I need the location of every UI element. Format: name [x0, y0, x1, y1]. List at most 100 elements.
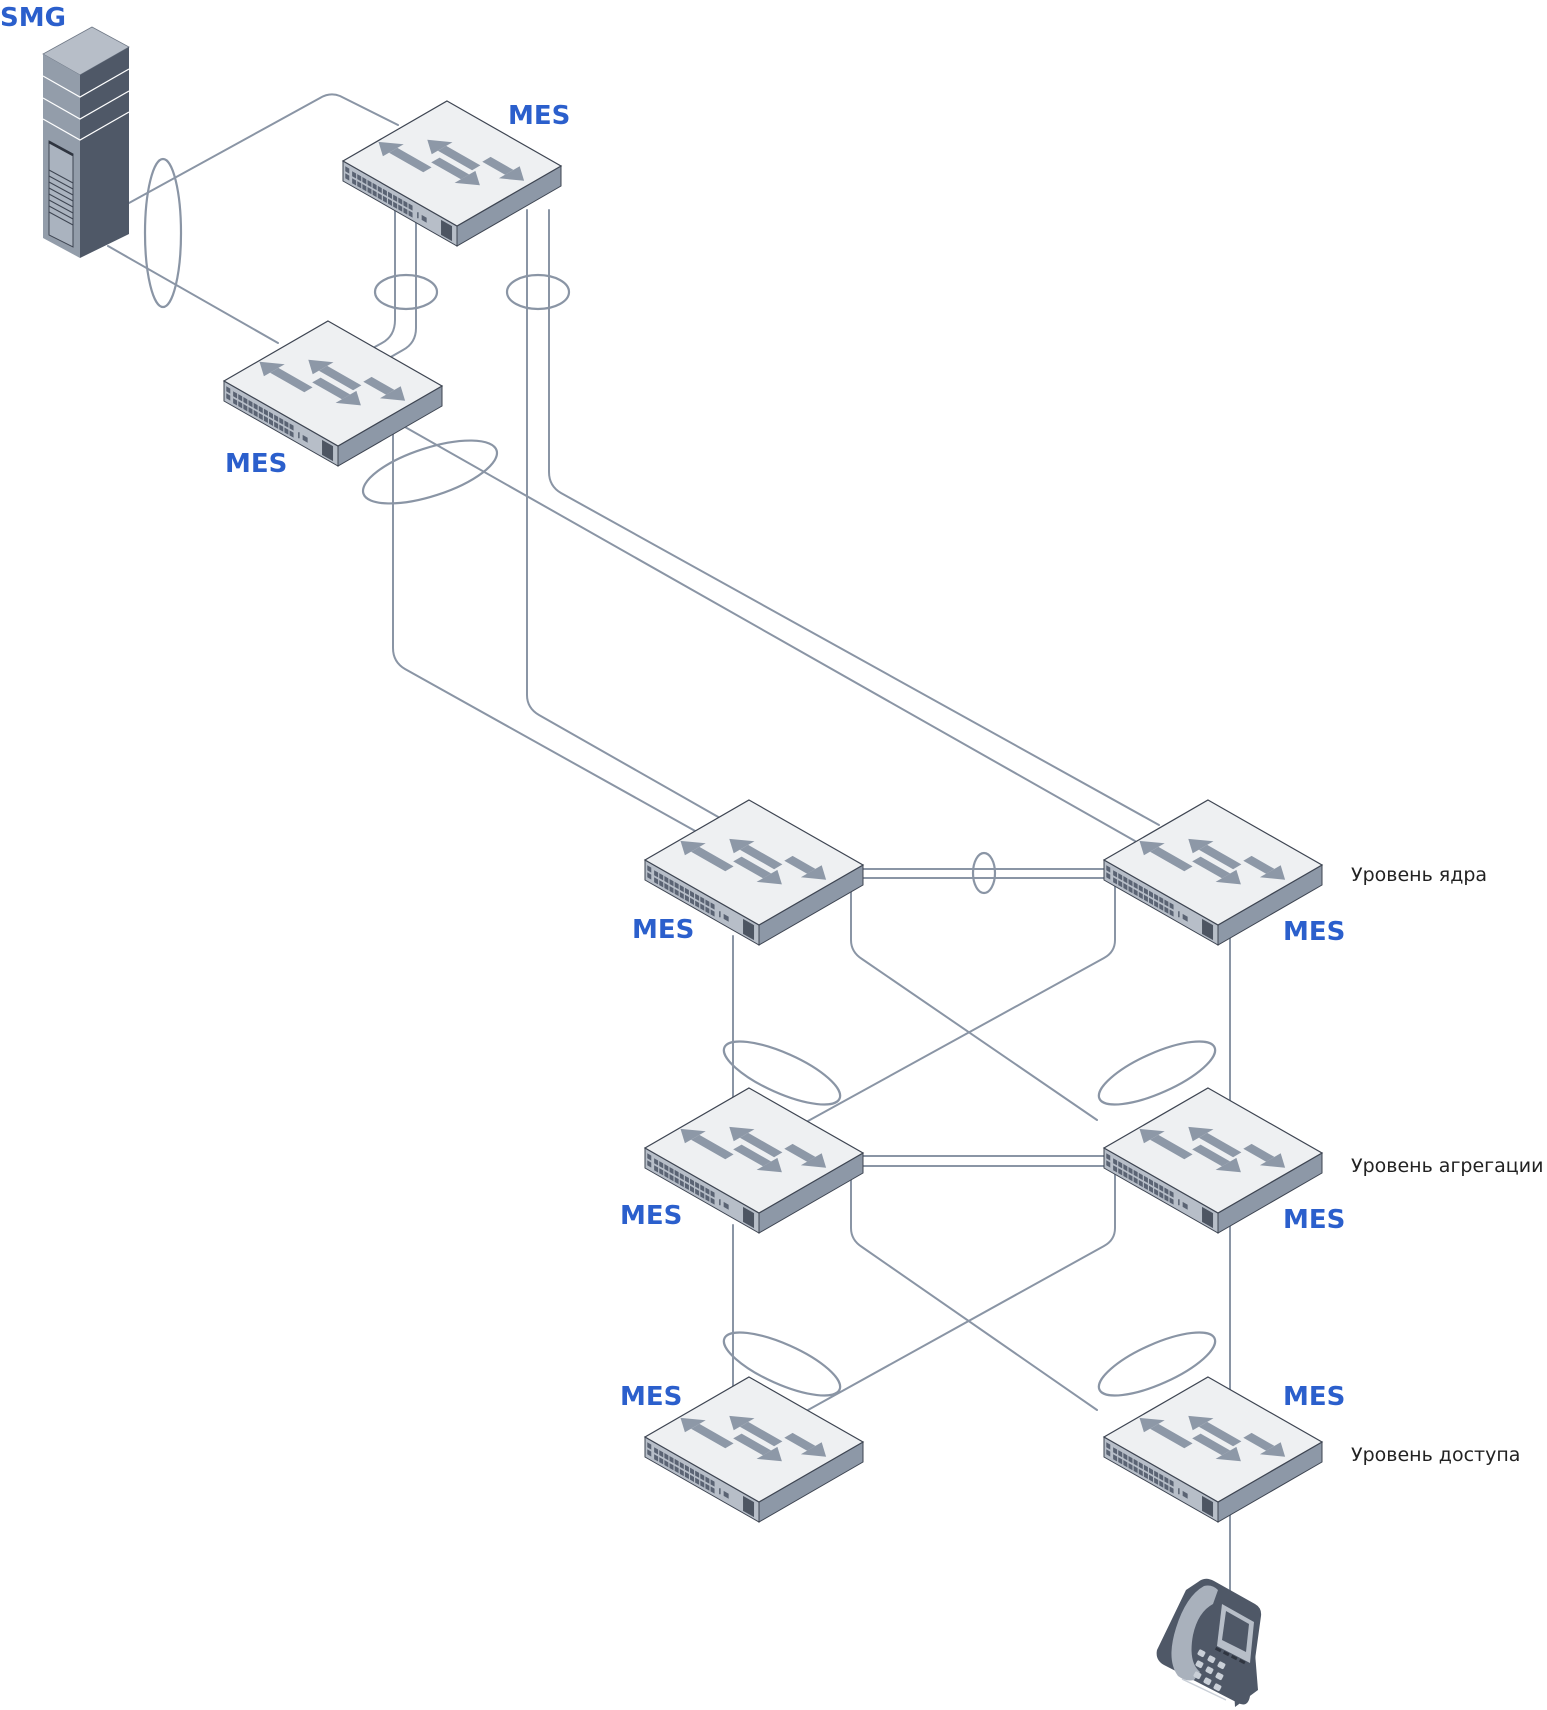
link-top-to-core-right — [548, 209, 1160, 826]
switch-ports — [647, 865, 715, 917]
switch-arrows-icon — [680, 1126, 827, 1173]
switch-mes-core-left[interactable] — [643, 799, 865, 946]
switch-console-port — [723, 913, 729, 922]
link-mid-to-core-left — [392, 432, 698, 833]
switch-psu — [743, 1206, 755, 1229]
lag-ellipse-mid-uplink — [361, 439, 499, 505]
phone-screen — [1222, 1611, 1249, 1652]
switch-console-port — [302, 434, 308, 443]
switch-led — [719, 911, 721, 918]
switch-arrows-icon — [680, 838, 827, 885]
smg-server[interactable] — [42, 26, 130, 258]
link-smg-to-mes-mid — [107, 245, 279, 344]
lag-ellipse-access-left — [722, 1331, 842, 1397]
link-mid-to-core-right — [404, 426, 1136, 842]
switch-ports — [1106, 1153, 1174, 1205]
switch-led — [719, 1199, 721, 1206]
switch-console-port — [723, 1490, 729, 1499]
switch-ports — [1106, 1442, 1174, 1494]
label-mes-core-left: MES — [632, 915, 694, 945]
switch-arrows-icon — [1139, 1126, 1286, 1173]
link-top-to-core-left — [526, 209, 721, 819]
switch-mes-mid[interactable] — [222, 320, 444, 467]
switch-top-face — [1102, 1087, 1324, 1214]
switch-psu — [441, 219, 453, 242]
phone-speaker-line — [1181, 1678, 1227, 1701]
switch-top-face — [1102, 799, 1324, 926]
server-band-1 — [42, 68, 130, 98]
link-top-to-mid-1 — [361, 209, 396, 355]
lag-ellipse-agg-left — [722, 1040, 842, 1106]
switch-mes-access-left[interactable] — [643, 1376, 865, 1523]
switch-mes-core-right[interactable] — [1102, 799, 1324, 946]
switch-arrows-icon — [680, 1415, 827, 1462]
lag-ellipse-stack — [373, 273, 439, 311]
switch-psu — [1202, 1495, 1214, 1518]
switch-top-face — [222, 320, 444, 447]
layer-label-access: Уровень доступа — [1351, 1444, 1520, 1466]
switch-led — [719, 1488, 721, 1495]
phone-keypad — [1193, 1649, 1226, 1691]
label-mes-access-right: MES — [1283, 1382, 1345, 1412]
switch-arrows-icon — [378, 139, 525, 186]
switch-top-face — [643, 1087, 865, 1214]
link-agg-right-to-access-left — [807, 1171, 1116, 1411]
switch-arrows-icon — [259, 359, 406, 406]
server-vent-lines — [48, 169, 74, 226]
server-panel-top-bar — [48, 140, 74, 157]
ip-phone-icon[interactable] — [1156, 1578, 1262, 1707]
label-mes-agg-right: MES — [1283, 1205, 1345, 1235]
switch-top-face — [643, 1376, 865, 1503]
label-smg: SMG — [0, 3, 66, 33]
switch-psu — [1202, 918, 1214, 941]
label-mes-access-left: MES — [620, 1382, 682, 1412]
switch-psu — [743, 1495, 755, 1518]
label-mes-mid: MES — [225, 449, 287, 479]
switch-top-face — [341, 100, 563, 227]
switch-mes-top[interactable] — [341, 100, 563, 247]
switch-psu — [743, 918, 755, 941]
switch-led — [1178, 1488, 1180, 1495]
switch-psu — [322, 439, 334, 462]
switch-console-port — [1182, 1490, 1188, 1499]
switch-psu — [1202, 1206, 1214, 1229]
server-band-2 — [42, 90, 130, 120]
layer-label-aggregation: Уровень агрегации — [1351, 1155, 1543, 1177]
switch-top-face — [643, 799, 865, 926]
server-right-face — [80, 47, 129, 258]
switch-led — [298, 432, 300, 439]
switch-led — [417, 212, 419, 219]
label-mes-top: MES — [508, 101, 570, 131]
switch-led — [1178, 911, 1180, 918]
switch-console-port — [723, 1201, 729, 1210]
link-top-to-mid-2 — [381, 209, 417, 363]
link-core-left-to-agg-right — [850, 879, 1098, 1121]
lag-groups — [143, 157, 1217, 1397]
switch-top-face — [1102, 1376, 1324, 1503]
switch-mes-agg-right[interactable] — [1102, 1087, 1324, 1234]
switch-arrows-icon — [1139, 838, 1286, 885]
switch-mes-access-right[interactable] — [1102, 1376, 1324, 1523]
switch-console-port — [1182, 913, 1188, 922]
server-band-3 — [42, 111, 130, 141]
switch-ports — [345, 166, 413, 218]
link-core-right-to-agg-left — [807, 885, 1116, 1122]
switch-console-port — [1182, 1201, 1188, 1210]
switch-mes-agg-left[interactable] — [643, 1087, 865, 1234]
links — [107, 93, 1231, 1593]
switch-ports — [226, 386, 294, 438]
phone-softkeys — [1214, 1646, 1246, 1665]
phone-handset — [1171, 1585, 1218, 1681]
label-mes-agg-left: MES — [620, 1201, 682, 1231]
switch-ports — [647, 1442, 715, 1494]
link-smg-to-mes-top — [128, 93, 399, 204]
link-agg-left-to-access-right — [850, 1167, 1098, 1411]
switches — [222, 100, 1324, 1523]
switch-ports — [647, 1153, 715, 1205]
switch-console-port — [421, 214, 427, 223]
switch-arrows-icon — [1139, 1415, 1286, 1462]
layer-label-core: Уровень ядра — [1351, 864, 1487, 886]
switch-ports — [1106, 865, 1174, 917]
lag-ellipse-core — [971, 851, 997, 895]
